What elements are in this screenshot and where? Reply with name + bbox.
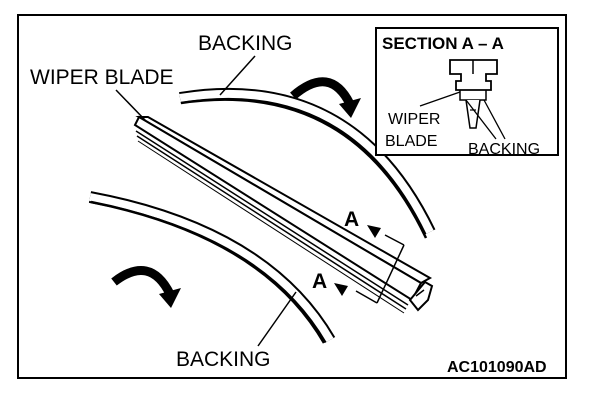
- label-backing-bottom: BACKING: [176, 348, 271, 371]
- figure-code: AC101090AD: [447, 359, 547, 376]
- section-marker-lower: A: [312, 270, 327, 293]
- inset-label-backing: BACKING: [468, 141, 540, 158]
- section-cut-indicators: [334, 225, 405, 304]
- backing-strip-top: [179, 87, 436, 239]
- cross-section-shape: [449, 59, 498, 129]
- leader-backing-bottom: [257, 291, 297, 347]
- leader-backing-top: [219, 55, 256, 96]
- inset-title: SECTION A – A: [382, 34, 504, 53]
- inset-leader-backing-2: [483, 99, 506, 140]
- leader-wiper-blade: [115, 89, 146, 121]
- inset-label-wiper-line2: BLADE: [385, 133, 437, 150]
- label-wiper-blade: WIPER BLADE: [30, 66, 174, 89]
- rotation-arrow-bottom: [111, 266, 181, 308]
- inset-leader-wiper: [419, 91, 461, 107]
- outer-frame: [17, 14, 567, 379]
- wiper-blade-bar: [133, 115, 434, 314]
- backing-strip-bottom: [88, 191, 336, 344]
- inset-leader-backing-1: [465, 99, 497, 140]
- label-backing-top: BACKING: [198, 32, 293, 55]
- section-inset: SECTION A – A WIPER BLADE BACKING: [375, 27, 559, 158]
- rotation-arrow-top: [290, 77, 361, 118]
- section-marker-upper: A: [344, 208, 359, 231]
- inset-label-wiper-line1: WIPER: [388, 111, 440, 128]
